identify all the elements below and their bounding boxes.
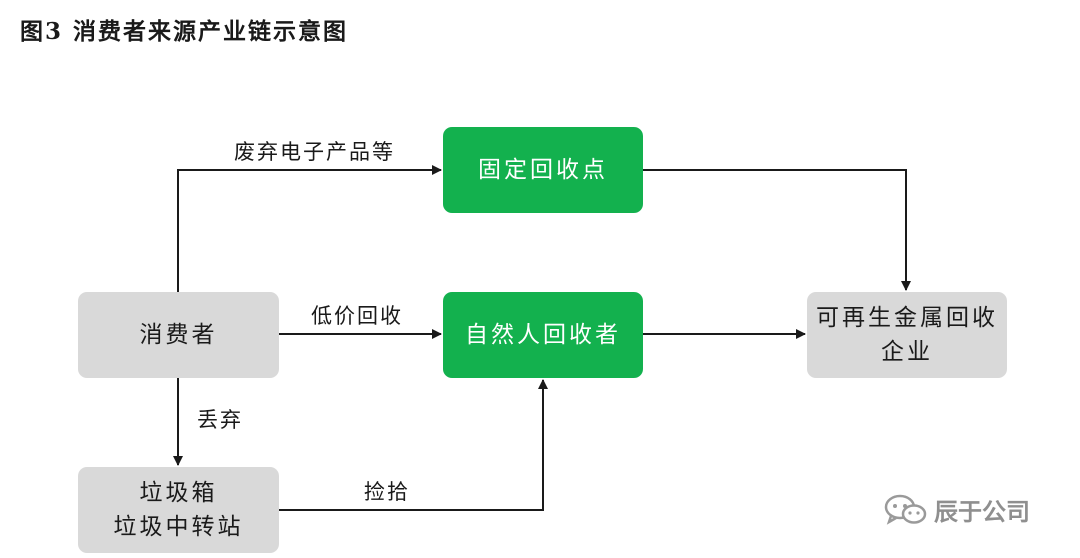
node-fixed-point: 固定回收点: [443, 127, 643, 213]
wechat-icon: [884, 494, 927, 525]
node-trash-line1: 垃圾箱: [139, 480, 218, 506]
arrow-fixed-to-metal: [643, 169, 911, 291]
node-metal-company: 可再生金属回收 企业: [807, 292, 1007, 378]
watermark-text: 辰于公司: [934, 498, 1030, 526]
node-trash-line2: 垃圾中转站: [113, 514, 244, 540]
node-fixed-point-label: 固定回收点: [478, 157, 608, 183]
arrow-trash-to-natural: [279, 379, 548, 511]
figure-title: 图3 消费者来源产业链示意图: [20, 18, 349, 45]
node-metal-line2: 企业: [881, 339, 933, 365]
node-consumer: 消费者: [78, 292, 279, 378]
node-natural-collector: 自然人回收者: [443, 292, 643, 378]
node-natural-collector-label: 自然人回收者: [465, 322, 621, 348]
edge-label-to-fixed: 废弃电子产品等: [234, 140, 395, 164]
node-metal-line1: 可再生金属回收: [816, 305, 998, 331]
edge-label-to-natural: 低价回收: [311, 304, 403, 328]
node-consumer-label: 消费者: [139, 322, 218, 348]
watermark: 辰于公司: [884, 492, 1030, 527]
arrow-consumer-to-fixed: [177, 165, 442, 292]
edge-label-to-trash: 丢弃: [197, 408, 243, 432]
edge-label-trash-to-natural: 捡拾: [364, 480, 410, 504]
node-trash: 垃圾箱 垃圾中转站: [78, 467, 279, 553]
